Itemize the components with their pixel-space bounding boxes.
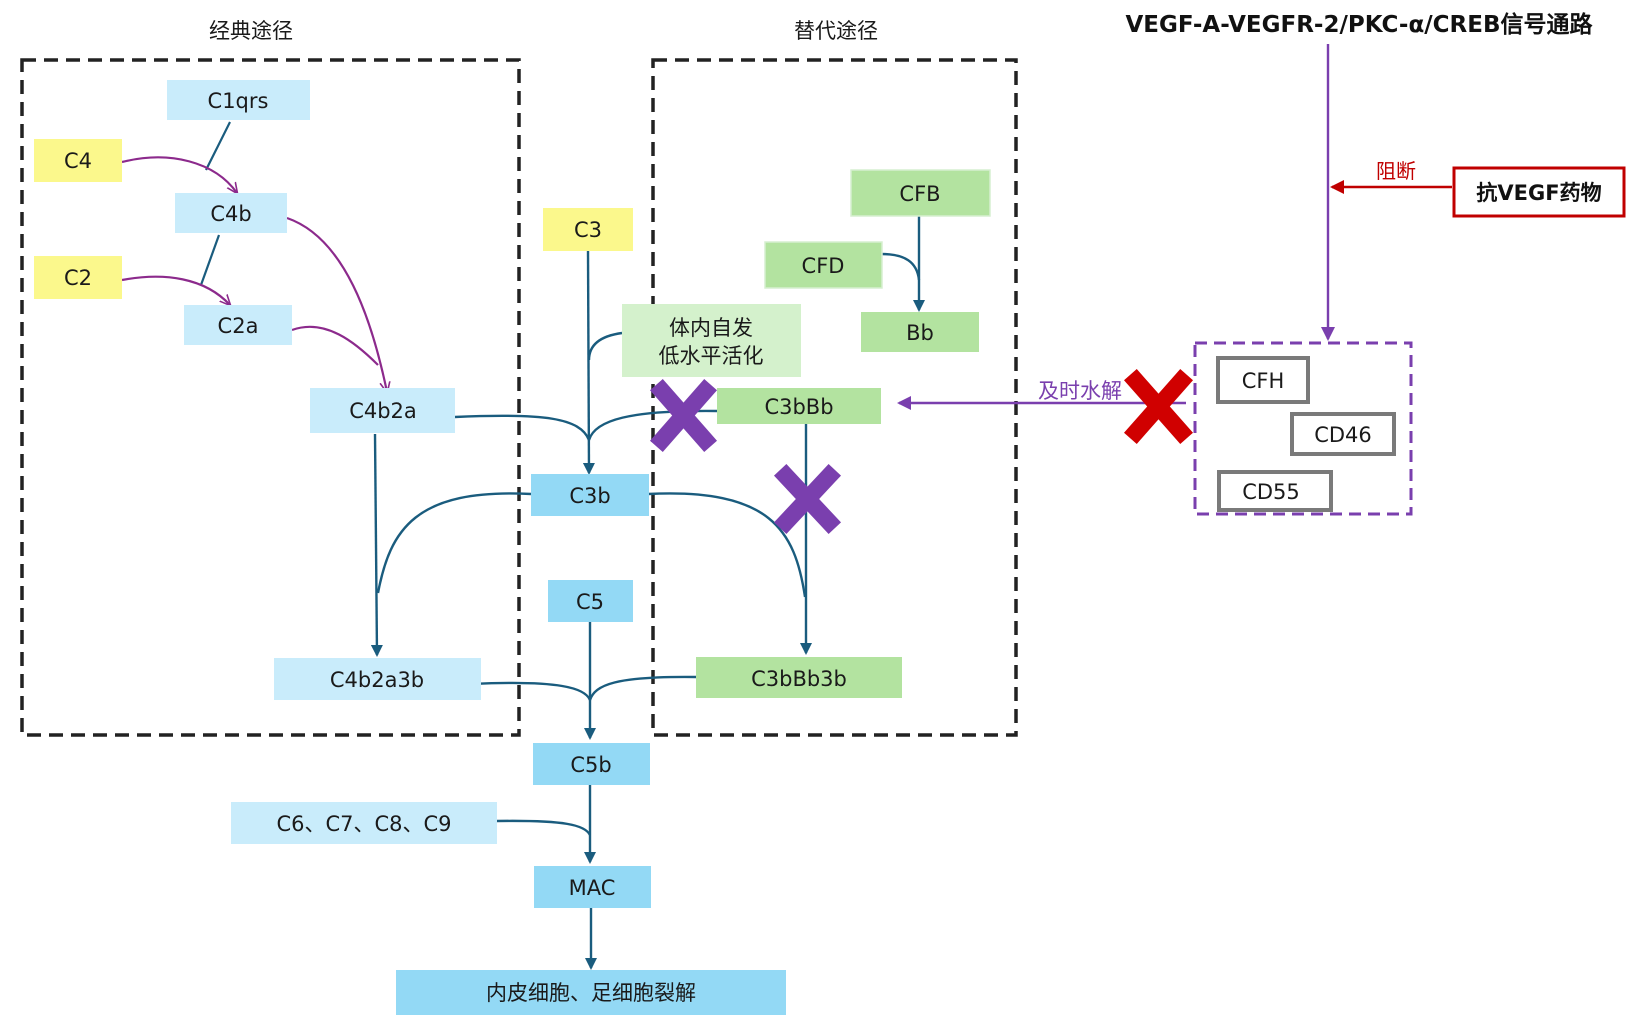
- edge-c4b2a-c3b: [454, 414, 591, 441]
- edge-spontaneous-c3b: [587, 331, 623, 361]
- node-c2a: [184, 305, 292, 345]
- node-c3bbb-label: C3bBb: [764, 395, 833, 419]
- node-cd46-label: CD46: [1314, 423, 1372, 447]
- node-c4b: [175, 193, 287, 233]
- node-lysis: [396, 970, 786, 1015]
- edge-c2-c2a: [121, 275, 230, 305]
- edge-c4b2a-c4b2a3b: [370, 433, 383, 657]
- node-c6-c9: [231, 802, 497, 844]
- node-anti-vegf-label: 抗VEGF药物: [1476, 181, 1601, 205]
- node-cd55: [1217, 470, 1333, 512]
- edge-c4b2a3b-c5b: [471, 681, 592, 701]
- node-c4b2a3b: [274, 658, 481, 700]
- regulator-region: [1193, 341, 1413, 516]
- pathway-title: VEGF-A-VEGFR-2/PKC-α/CREB信号通路: [1125, 11, 1593, 38]
- node-cd55-label: CD55: [1242, 480, 1300, 504]
- edge-c3b-c3bbb3b: [647, 492, 807, 598]
- node-c5: [548, 580, 633, 622]
- removed-cross-regulation: [1124, 369, 1193, 444]
- node-c5-label: C5: [576, 590, 604, 614]
- edge-c3b-c4b2a3b: [376, 492, 532, 594]
- node-c4b2a3b-label: C4b2a3b: [330, 668, 424, 692]
- node-c1qrs-label: C1qrs: [208, 89, 269, 113]
- node-c3-label: C3: [574, 218, 602, 242]
- node-spontaneous-line1: 体内自发: [669, 316, 753, 340]
- node-cfh-label: CFH: [1242, 369, 1285, 393]
- node-c4b2a-label: C4b2a: [349, 399, 417, 423]
- edge-cfd-bb: [880, 252, 921, 281]
- node-c5b-label: C5b: [570, 753, 611, 777]
- node-cfb: [850, 169, 991, 217]
- edge-c1qrs-c4b: [205, 121, 231, 171]
- node-cfb-label: CFB: [899, 182, 940, 206]
- block-label: 阻断: [1376, 159, 1416, 183]
- edge-c3-c3b: [582, 249, 595, 475]
- node-cd46: [1290, 412, 1396, 456]
- node-c3bbb3b-label: C3bBb3b: [751, 667, 847, 691]
- classical-pathway-label: 经典途径: [209, 19, 293, 43]
- node-c1qrs: [167, 80, 310, 120]
- node-c5b: [533, 743, 650, 785]
- edge-c4b-c2a: [199, 234, 221, 286]
- block-cross-c3bbb-c3bbb3b: [773, 463, 842, 535]
- node-cfh: [1216, 356, 1310, 404]
- node-lysis-label: 内皮细胞、足细胞裂解: [486, 981, 696, 1005]
- edge-c3bbb3b-c5b: [588, 675, 697, 701]
- edge-c4b-c4b2a: [286, 216, 387, 392]
- node-spontaneous: [622, 304, 801, 377]
- node-anti-vegf: [1452, 166, 1626, 218]
- node-mac: [534, 866, 651, 908]
- node-spontaneous-line2: 低水平活化: [659, 344, 764, 368]
- node-cfd-label: CFD: [802, 254, 845, 278]
- alternative-pathway-region: [651, 58, 1018, 737]
- edge-c6c9-mac: [496, 819, 592, 836]
- node-c2a-label: C2a: [218, 314, 259, 338]
- node-c3b: [531, 474, 649, 516]
- node-c6-c9-label: C6、C7、C8、C9: [276, 812, 451, 836]
- alternative-pathway-label: 替代途径: [794, 19, 878, 43]
- node-c4-label: C4: [64, 149, 92, 173]
- node-bb-label: Bb: [906, 321, 934, 345]
- node-cfd: [764, 241, 883, 289]
- node-c3: [543, 208, 633, 251]
- node-c3bbb3b: [696, 657, 902, 698]
- node-c2-label: C2: [64, 266, 92, 290]
- edge-c2a-c4b2a: [291, 325, 379, 366]
- node-c4b2a: [310, 388, 455, 433]
- node-c2: [34, 256, 122, 299]
- edge-c4-c4b: [121, 156, 237, 193]
- node-c3b-label: C3b: [569, 484, 610, 508]
- hydrolysis-label: 及时水解: [1038, 379, 1122, 403]
- classical-pathway-region: [20, 58, 521, 737]
- node-mac-label: MAC: [569, 876, 616, 900]
- node-c4: [34, 139, 122, 182]
- node-bb: [861, 312, 979, 352]
- node-c3bbb: [717, 388, 881, 424]
- block-cross-c3bbb-c3b: [650, 379, 717, 452]
- node-c4b-label: C4b: [210, 202, 251, 226]
